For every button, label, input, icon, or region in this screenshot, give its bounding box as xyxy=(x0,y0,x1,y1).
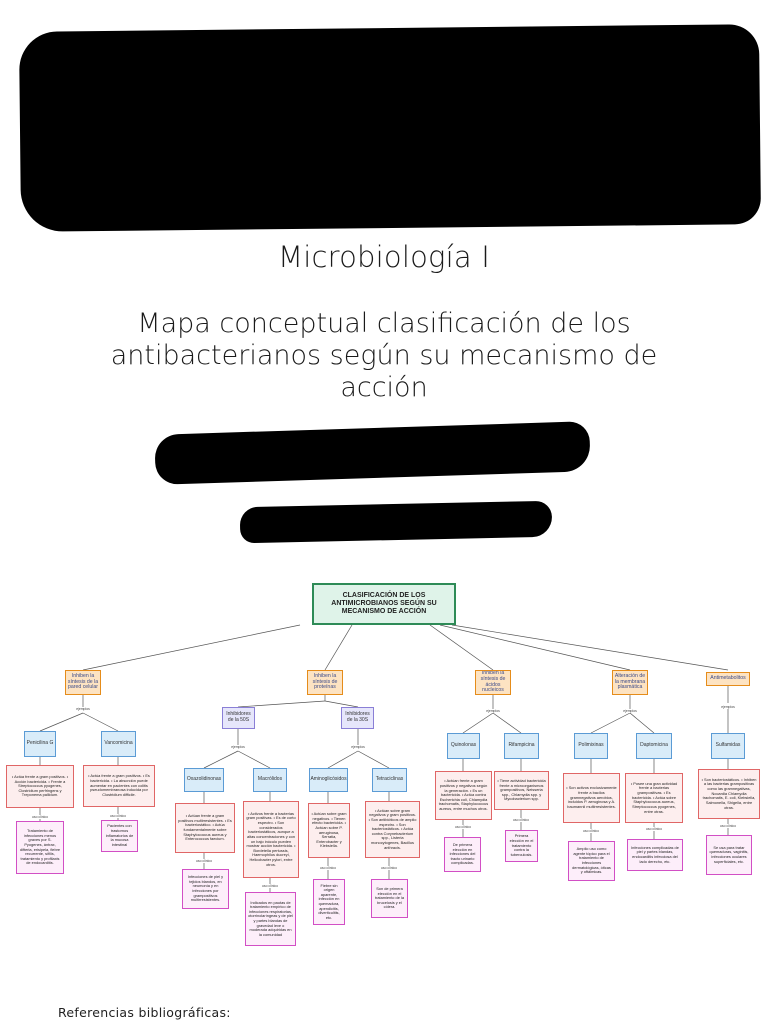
drug-clinical-use: De primera elección en infecciones del t… xyxy=(444,837,481,872)
drug-description: • Tiene actividad bactericida frente a m… xyxy=(494,771,549,810)
drug-clinical-use: Indicados en pautas de tratamiento empír… xyxy=(245,892,296,946)
category-protein-synthesis: Inhiben la síntesis de proteínas xyxy=(307,670,343,695)
redacted-block-date xyxy=(239,500,553,544)
redacted-block-name xyxy=(18,24,762,232)
drug-clinical-use: Infecciones complicadas de piel y partes… xyxy=(627,839,683,871)
connector-lines xyxy=(39,624,729,892)
drug-clinical-use: Son de primera elección en el tratamient… xyxy=(371,879,408,918)
drug-daptomicina: Daptomicina xyxy=(636,733,672,759)
drug-description: • Actúan sobre gram negativos y gram pos… xyxy=(365,801,420,858)
link-label-examples: ejemplos xyxy=(485,709,501,713)
link-label-clinical-use: uso clínico xyxy=(644,827,664,831)
drug-clinical-use: Infecciones de piel y tejidos blandos, e… xyxy=(182,869,229,909)
category-nucleic-acids: Inhiben la síntesis de ácidos nucleicos xyxy=(475,670,511,695)
drug-description: • Actúa frente a gram positivos. • Es ba… xyxy=(83,765,155,807)
drug-sulfamidas: Sulfamidas xyxy=(711,733,745,759)
link-label-clinical-use: uso clínico xyxy=(318,866,338,870)
link-label-clinical-use: uso clínico xyxy=(453,825,473,829)
link-label-clinical-use: uso clínico xyxy=(30,815,50,819)
concept-map: CLASIFICACIÓN DE LOS ANTIMICROBIANOS SEG… xyxy=(0,575,768,975)
drug-description: • Posee una gran actividad frente a bact… xyxy=(625,773,683,823)
drug-description: • Son activos exclusivamente frente a ba… xyxy=(563,773,620,823)
category-cell-wall: Inhiben la síntesis de la pared celular xyxy=(65,670,101,695)
drug-description: • Son bacteriostáticos. • Inhiben a las … xyxy=(698,769,760,819)
redacted-block-author xyxy=(154,421,591,485)
link-label-clinical-use: uso clínico xyxy=(718,824,738,828)
drug-clinical-use: Tratamiento de infecciones menos graves … xyxy=(16,821,64,874)
link-label-examples: ejemplos xyxy=(720,705,736,709)
drug-clinical-use: Pacientes con trastornos inflamatorios d… xyxy=(101,820,138,852)
link-label-clinical-use: uso clínico xyxy=(379,866,399,870)
drug-description: • Activos frente a bacterias gram positi… xyxy=(243,801,299,878)
drug-clinical-use: Primera elección en el tratamiento contr… xyxy=(505,830,538,862)
drug-vancomicina: Vancomicina xyxy=(101,731,136,757)
drug-polimixinas: Polimixinas xyxy=(574,733,608,759)
drug-description: • Actúan frente a gram positivos multirr… xyxy=(175,803,235,853)
document-title: Mapa conceptual clasificación de los ant… xyxy=(110,308,658,403)
link-label-clinical-use: uso clínico xyxy=(581,829,601,833)
drug-clinical-use: Se usa para tratar quemaduras, vaginitis… xyxy=(706,835,752,875)
map-root-node: CLASIFICACIÓN DE LOS ANTIMICROBIANOS SEG… xyxy=(312,583,456,625)
drug-quinolonas: Quinolonas xyxy=(447,733,480,759)
category-antimetabolites: Antimetabolitos xyxy=(706,672,750,686)
link-label-clinical-use: uso clínico xyxy=(260,884,280,888)
drug-clinical-use: Amplio uso como agente tópico para el tr… xyxy=(568,841,615,881)
drug-aminoglicosidos: Aminoglicósidos xyxy=(309,768,348,792)
references-label: Referencias bibliográficas: xyxy=(58,1005,231,1020)
category-plasma-membrane: Alteración de la membrana plasmática xyxy=(612,670,648,695)
drug-rifampicina: Rifampicina xyxy=(504,733,539,759)
drug-penicilina-g: Penicilina G xyxy=(24,731,56,757)
drug-tetraciclinas: Tetraciclinas xyxy=(372,768,407,792)
drug-clinical-use: Fiebre sin origen aparente, infección en… xyxy=(313,879,345,925)
link-label-examples: ejemplos xyxy=(75,707,91,711)
link-label-clinical-use: uso clínico xyxy=(511,818,531,822)
link-label-clinical-use: uso clínico xyxy=(108,814,128,818)
link-label-examples: ejemplos xyxy=(622,709,638,713)
drug-oxazolidinonas: Oxazolidinonas xyxy=(184,768,224,792)
link-label-examples: ejemplos xyxy=(230,745,246,749)
drug-description: • Actúan sobre gram negativos. • Tienen … xyxy=(308,803,350,858)
subject-title: Microbiología I xyxy=(277,240,491,274)
drug-description: • Actúa frente a gram positivos. • Acció… xyxy=(6,765,74,808)
subcategory-30s: Inhibidores de la 30S xyxy=(341,707,374,729)
subcategory-50s: Inhibidores de la 50S xyxy=(222,707,255,729)
drug-description: • Actúan frente a gram positivos y negat… xyxy=(435,771,492,820)
drug-macrolidos: Macrólidos xyxy=(253,768,287,792)
link-label-examples: ejemplos xyxy=(350,745,366,749)
link-label-clinical-use: uso clínico xyxy=(194,859,214,863)
